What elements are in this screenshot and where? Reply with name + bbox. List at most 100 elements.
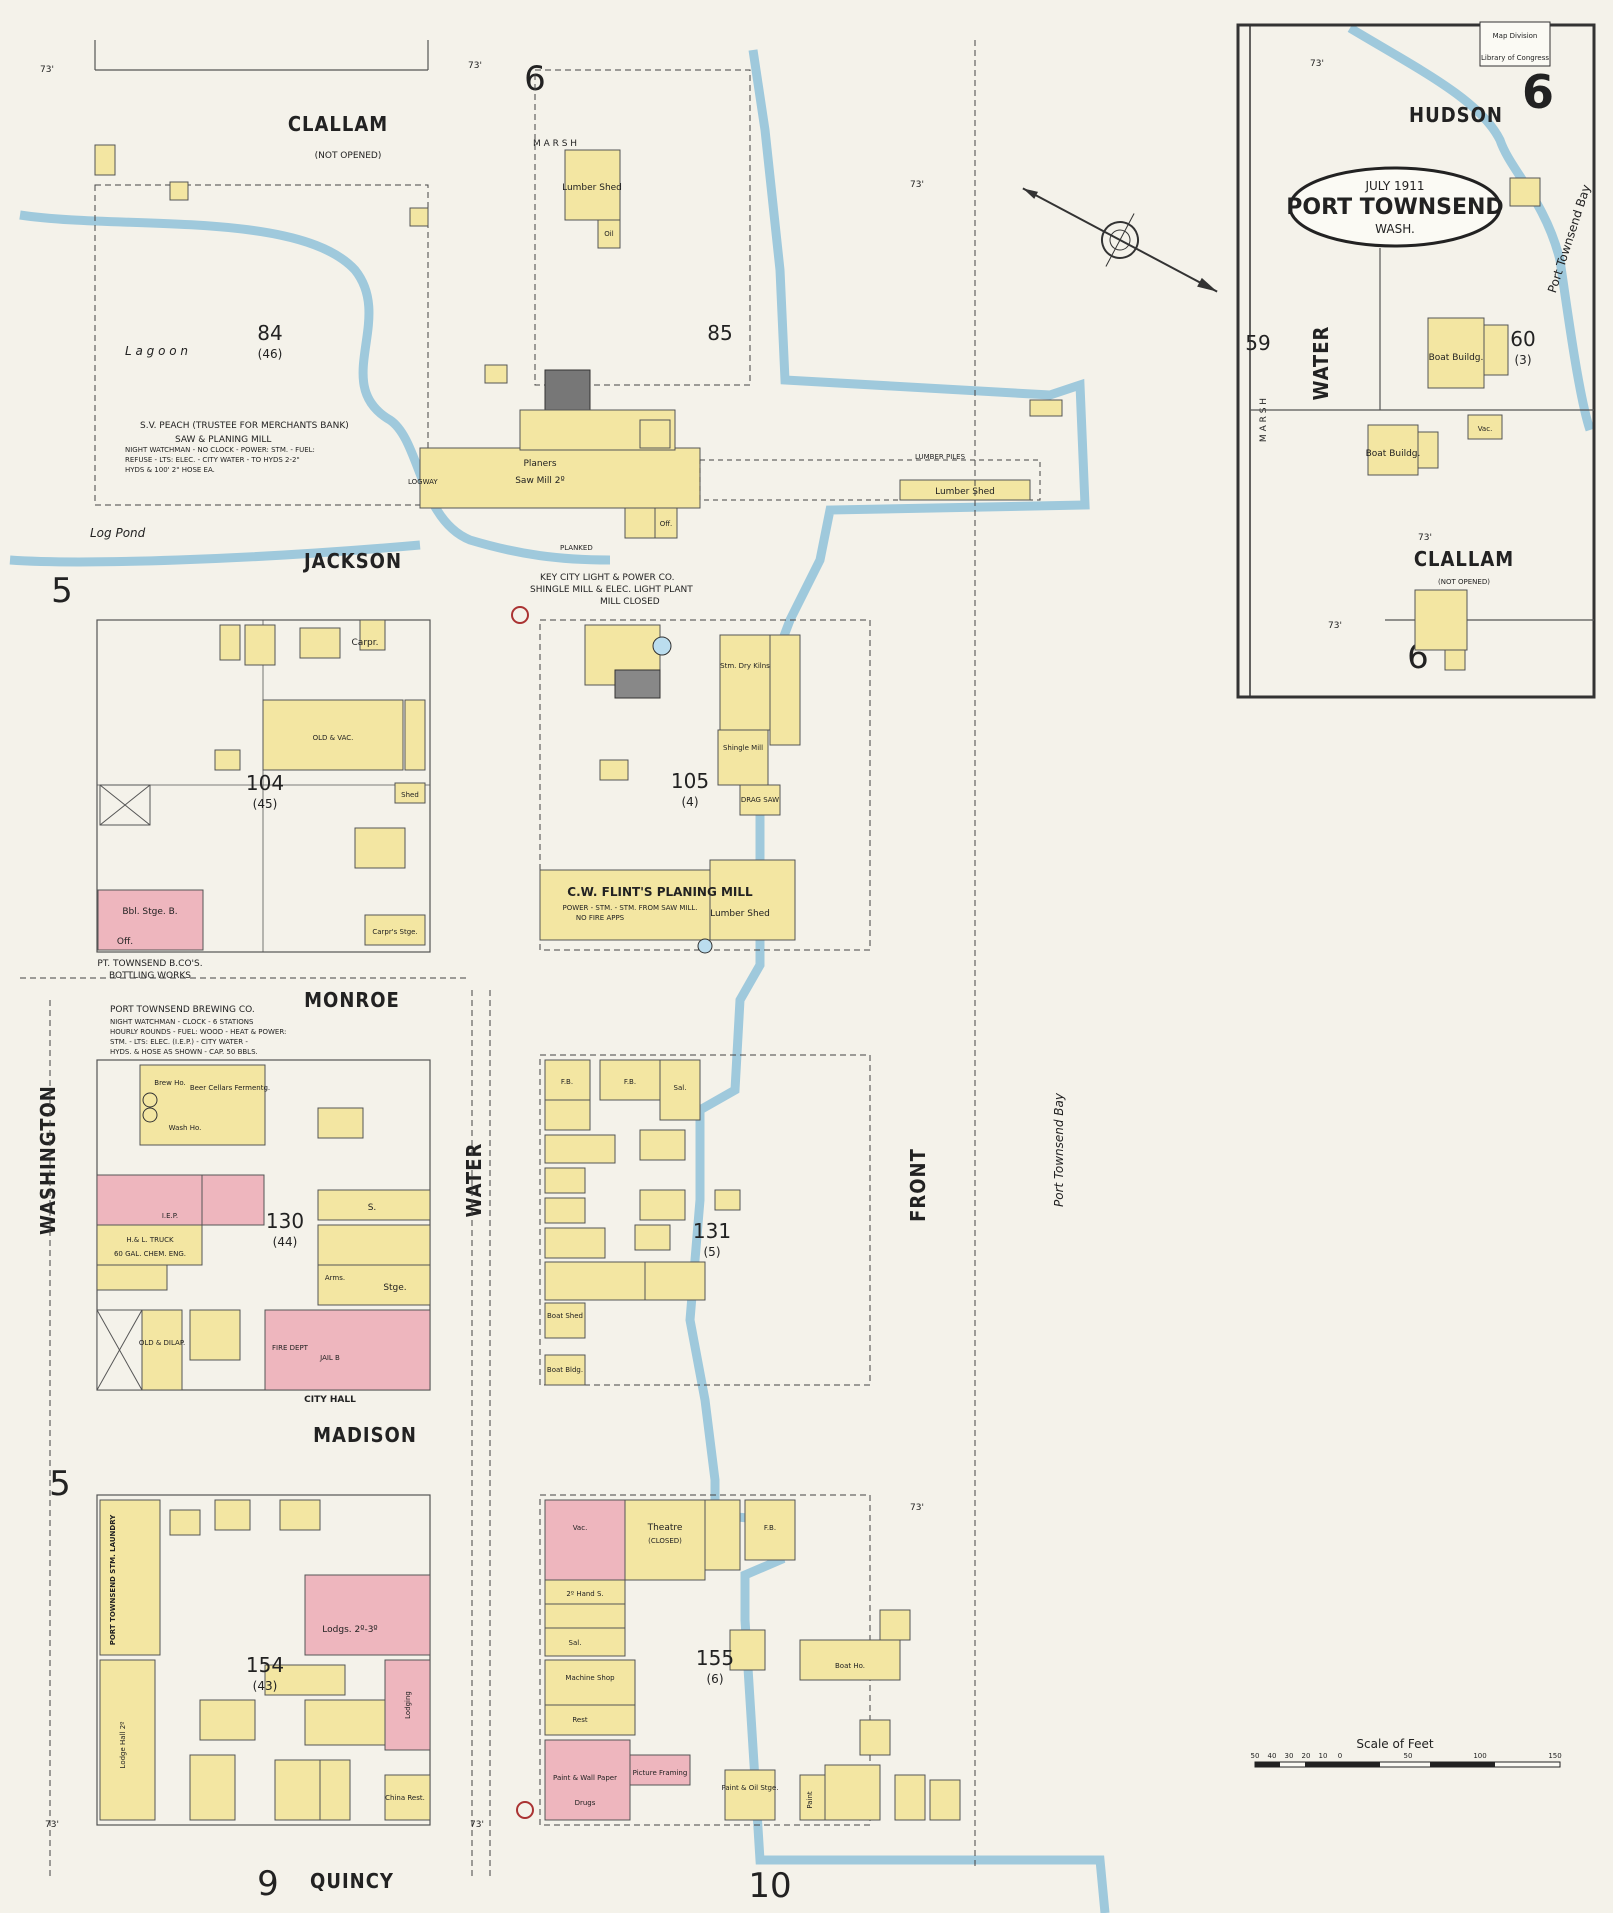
building bbox=[729, 1629, 766, 1671]
building-label: F.B. bbox=[624, 1078, 636, 1086]
block-104-sub: (45) bbox=[253, 797, 278, 811]
inset-frame bbox=[1236, 23, 1596, 699]
sawmill-note-2: REFUSE - LTS: ELEC. - CITY WATER - TO HY… bbox=[125, 456, 300, 464]
building bbox=[717, 729, 769, 786]
street-washington: WASHINGTON bbox=[36, 1085, 60, 1235]
building bbox=[1427, 317, 1485, 389]
scale-tick: 50 bbox=[1404, 1752, 1413, 1760]
building bbox=[484, 364, 508, 384]
building-label: F.B. bbox=[764, 1524, 776, 1532]
sheet-ref-left-5-lower: 5 bbox=[49, 1464, 71, 1504]
building bbox=[317, 1107, 364, 1139]
block-85-outline bbox=[534, 69, 751, 386]
building-label: Lumber Shed bbox=[710, 909, 770, 919]
block-154-sub: (43) bbox=[253, 1679, 278, 1693]
building bbox=[894, 1774, 926, 1821]
building-label: Sal. bbox=[569, 1639, 582, 1647]
fire-alarm-icon bbox=[511, 606, 529, 624]
elevation-marks: 73' 73' 73' 73' 73' 73' 73' 73' 73' bbox=[40, 59, 1432, 1830]
street-jackson: JACKSON bbox=[303, 549, 402, 573]
block-155-sub: (6) bbox=[707, 1672, 724, 1686]
building bbox=[304, 1574, 431, 1656]
building bbox=[359, 619, 386, 651]
laundry-label: PORT TOWNSEND STM. LAUNDRY bbox=[109, 1514, 117, 1646]
boiler-house bbox=[614, 669, 661, 699]
building-label: Planers bbox=[523, 459, 556, 469]
building bbox=[317, 1224, 431, 1266]
sheet-ref-59: 59 bbox=[1245, 331, 1270, 355]
building-label: Picture Framing bbox=[633, 1769, 688, 1777]
brewing-note-4: HYDS. & HOSE AS SHOWN - CAP. 50 BBLS. bbox=[110, 1048, 258, 1056]
building bbox=[659, 1059, 701, 1121]
compass-rose-icon bbox=[1022, 187, 1218, 293]
building-label: Boat Buildg. bbox=[1429, 353, 1484, 363]
building bbox=[304, 1699, 386, 1746]
elevation: 73' bbox=[468, 61, 482, 71]
building-label: Stm. Dry Kilns bbox=[720, 662, 770, 670]
sawmill-note-3: HYDS & 100' 2" HOSE EA. bbox=[125, 466, 215, 474]
building-label: Shed bbox=[401, 791, 419, 799]
building-label: Lodgs. 2º-3º bbox=[322, 1625, 377, 1635]
elevation: 73' bbox=[910, 180, 924, 190]
elevation: 73' bbox=[1328, 621, 1342, 631]
block-104: 104 bbox=[246, 771, 284, 795]
tank-icon bbox=[697, 938, 713, 954]
building-label: Bbl. Stge. B. bbox=[122, 907, 177, 917]
building bbox=[564, 149, 621, 221]
building bbox=[96, 1224, 203, 1266]
building-label: S. bbox=[368, 1203, 377, 1213]
scale-tick: 40 bbox=[1268, 1752, 1277, 1760]
marsh-inset-label: M A R S H bbox=[1259, 398, 1269, 442]
building bbox=[317, 1189, 431, 1221]
building-label: Boat Ho. bbox=[835, 1662, 865, 1670]
keycity-line1: KEY CITY LIGHT & POWER CO. bbox=[540, 573, 674, 583]
bottling-line2: BOTTLING WORKS bbox=[109, 971, 191, 981]
building bbox=[644, 1261, 706, 1301]
building bbox=[1029, 399, 1063, 417]
tank-icon bbox=[652, 636, 672, 656]
block-84-sub: (46) bbox=[258, 347, 283, 361]
tank-icon bbox=[142, 1092, 158, 1108]
sheet-ref-bottom-9: 9 bbox=[257, 1864, 279, 1904]
building bbox=[262, 699, 404, 771]
building bbox=[859, 1719, 891, 1756]
title-cartouche: JULY 1911 PORT TOWNSEND WASH. bbox=[1286, 166, 1504, 248]
building-label: OLD & DILAP. bbox=[139, 1339, 185, 1347]
block-85: 85 bbox=[707, 321, 732, 345]
elevation: 73' bbox=[1418, 533, 1432, 543]
building bbox=[94, 144, 116, 176]
stamp-line2: Library of Congress bbox=[1481, 54, 1549, 62]
marsh-top-label: M A R S H bbox=[533, 139, 577, 149]
building bbox=[544, 1627, 626, 1657]
building bbox=[244, 624, 276, 666]
fire-alarm-icon bbox=[516, 1801, 534, 1819]
building-label: Paint & Oil Stge. bbox=[721, 1784, 778, 1792]
building-label: Wash Ho. bbox=[169, 1124, 202, 1132]
block-130: 130 bbox=[266, 1209, 304, 1233]
building bbox=[364, 914, 426, 946]
street-madison: MADISON bbox=[313, 1423, 417, 1447]
building bbox=[169, 1509, 201, 1536]
building bbox=[1367, 424, 1419, 476]
building bbox=[274, 1759, 321, 1821]
building-label: 2º Hand S. bbox=[566, 1590, 603, 1598]
building bbox=[739, 784, 781, 816]
building bbox=[319, 1759, 351, 1821]
building-label: Saw Mill 2º bbox=[515, 476, 565, 486]
building bbox=[709, 859, 796, 941]
keycity-line2: SHINGLE MILL & ELEC. LIGHT PLANT bbox=[530, 585, 693, 595]
scale-tick: 0 bbox=[1338, 1752, 1342, 1760]
building-label: Lumber Shed bbox=[935, 487, 995, 497]
building bbox=[544, 1227, 606, 1259]
building bbox=[201, 1174, 265, 1226]
building bbox=[824, 1764, 881, 1821]
building-label: Brew Ho. bbox=[154, 1079, 185, 1087]
building bbox=[544, 1167, 586, 1194]
building-label: Paint & Wall Paper bbox=[553, 1774, 617, 1782]
building bbox=[799, 1639, 901, 1681]
flint-mill-name: C.W. FLINT'S PLANING MILL bbox=[567, 885, 753, 899]
building-label: OLD & VAC. bbox=[313, 734, 354, 742]
flint-note: POWER - STM. - STM. FROM SAW MILL. bbox=[562, 904, 697, 912]
building-label: Vac. bbox=[1478, 425, 1493, 433]
